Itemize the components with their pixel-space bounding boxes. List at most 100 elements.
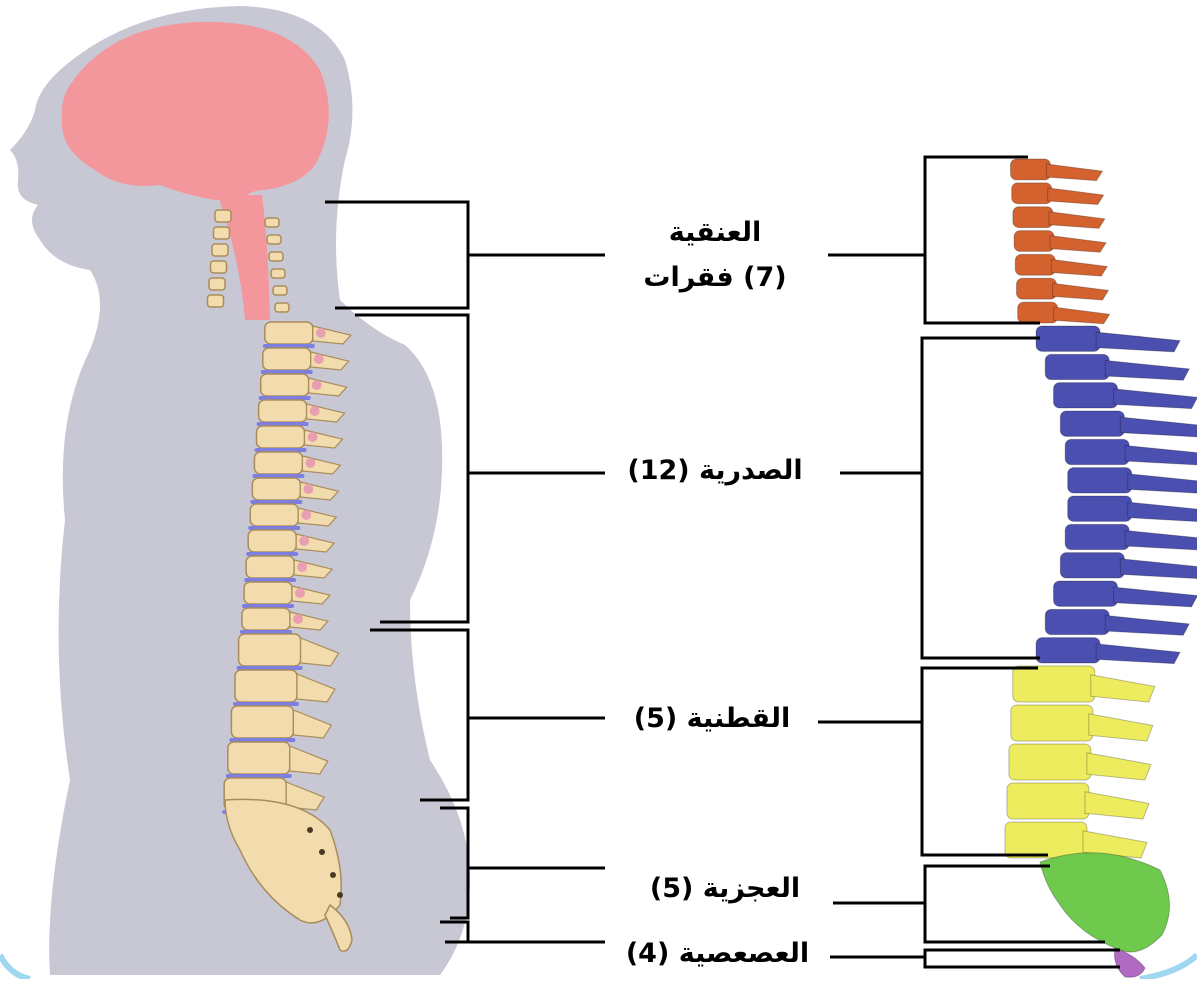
thoracic-vertebra <box>246 556 294 578</box>
lumbar-vertebra <box>1011 705 1093 741</box>
thoracic-vertebra <box>252 478 300 500</box>
cervical-process <box>1054 307 1110 324</box>
cervical-vertebra <box>214 227 230 239</box>
thoracic-vertebra <box>1068 468 1132 493</box>
foramen <box>303 484 313 494</box>
cervical-process <box>269 252 283 261</box>
cervical-process <box>273 286 287 295</box>
lumbar-vertebra <box>235 670 297 702</box>
foramen <box>301 510 311 520</box>
thoracic-vertebra <box>242 608 290 630</box>
cervical-vertebra <box>211 261 227 273</box>
thoracic-vertebra <box>1045 609 1109 634</box>
thoracic-process <box>1105 360 1189 380</box>
cervical-vertebra <box>208 295 224 307</box>
cervical-process <box>1049 212 1105 229</box>
thoracic-vertebra <box>1065 439 1129 464</box>
lumbar-vertebra <box>1009 744 1091 780</box>
foramen <box>312 380 322 390</box>
thoracic-vertebra <box>248 530 296 552</box>
sacral-foramen <box>319 849 325 855</box>
thoracic-process <box>1105 615 1189 635</box>
foramen <box>310 406 320 416</box>
label-thoracic: الصدرية (12) <box>605 455 825 486</box>
cervical-vertebra <box>1016 278 1056 299</box>
thoracic-process <box>1120 417 1197 437</box>
thoracic-vertebra <box>1065 524 1129 549</box>
thoracic-vertebra <box>1060 411 1124 436</box>
thoracic-process <box>1125 445 1197 465</box>
lumbar-process <box>1087 753 1151 780</box>
sacral-foramen <box>337 892 343 898</box>
cervical-process <box>275 303 289 312</box>
right-bracket-thoracic <box>922 338 1040 658</box>
cervical-vertebra <box>212 244 228 256</box>
thoracic-process <box>1114 587 1197 607</box>
lumbar-process <box>1091 675 1155 702</box>
thoracic-vertebra <box>1068 496 1132 521</box>
lumbar-vertebra <box>228 742 290 774</box>
thoracic-vertebra <box>254 452 302 474</box>
cervical-process <box>265 218 279 227</box>
thoracic-process <box>1096 644 1180 664</box>
thoracic-process <box>1120 559 1197 579</box>
foramen <box>295 588 305 598</box>
thoracic-vertebra <box>1036 326 1100 351</box>
thoracic-vertebra <box>1060 553 1124 578</box>
lumbar-vertebra <box>239 634 301 666</box>
thoracic-vertebra <box>244 582 292 604</box>
foramen <box>316 328 326 338</box>
thoracic-vertebra <box>259 400 307 422</box>
cervical-process <box>1052 283 1108 300</box>
sacral-foramen <box>330 872 336 878</box>
lumbar-vertebra <box>231 706 293 738</box>
thoracic-vertebra <box>261 374 309 396</box>
cervical-vertebra <box>1013 207 1053 228</box>
foramen <box>299 536 309 546</box>
lumbar-process <box>1085 792 1149 819</box>
foramen <box>293 614 303 624</box>
cervical-vertebra <box>1010 159 1050 180</box>
foramen <box>297 562 307 572</box>
cervical-process <box>271 269 285 278</box>
thoracic-vertebra <box>1036 638 1100 663</box>
label-cervical-name: العنقية <box>650 217 780 248</box>
cervical-process <box>1050 236 1106 253</box>
cervical-process <box>1046 164 1102 181</box>
cervical-vertebra <box>209 278 225 290</box>
thoracic-vertebra <box>265 322 313 344</box>
thoracic-process <box>1114 389 1197 409</box>
cervical-vertebra <box>215 210 231 222</box>
thoracic-vertebra <box>257 426 305 448</box>
sacrum <box>1040 853 1170 952</box>
cervical-process <box>1051 259 1107 276</box>
cervical-vertebra <box>1015 254 1055 275</box>
thoracic-vertebra <box>1054 581 1118 606</box>
label-coccygeal: العصعصية (4) <box>605 938 830 969</box>
cervical-vertebra <box>1014 231 1054 252</box>
thoracic-vertebra <box>1054 383 1118 408</box>
foramen <box>305 458 315 468</box>
cervical-vertebra <box>1018 302 1058 323</box>
thoracic-vertebra <box>1045 354 1109 379</box>
right-bracket-coccyx <box>925 950 1120 967</box>
thoracic-process <box>1125 530 1197 550</box>
label-cervical-detail: (7) فقرات <box>630 262 800 293</box>
foramen <box>314 354 324 364</box>
thoracic-process <box>1128 502 1197 522</box>
cervical-process <box>267 235 281 244</box>
thoracic-vertebra <box>250 504 298 526</box>
lumbar-vertebra <box>1013 666 1095 702</box>
thoracic-vertebra <box>263 348 311 370</box>
label-lumbar: القطنية (5) <box>612 703 812 734</box>
left-bracket-cervical <box>325 202 468 308</box>
thoracic-process <box>1096 332 1180 352</box>
thoracic-process <box>1128 474 1197 494</box>
cervical-vertebra <box>1012 183 1052 204</box>
lumbar-vertebra <box>1005 822 1087 858</box>
cervical-process <box>1048 188 1104 205</box>
lumbar-process <box>1089 714 1153 741</box>
sacral-foramen <box>307 827 313 833</box>
